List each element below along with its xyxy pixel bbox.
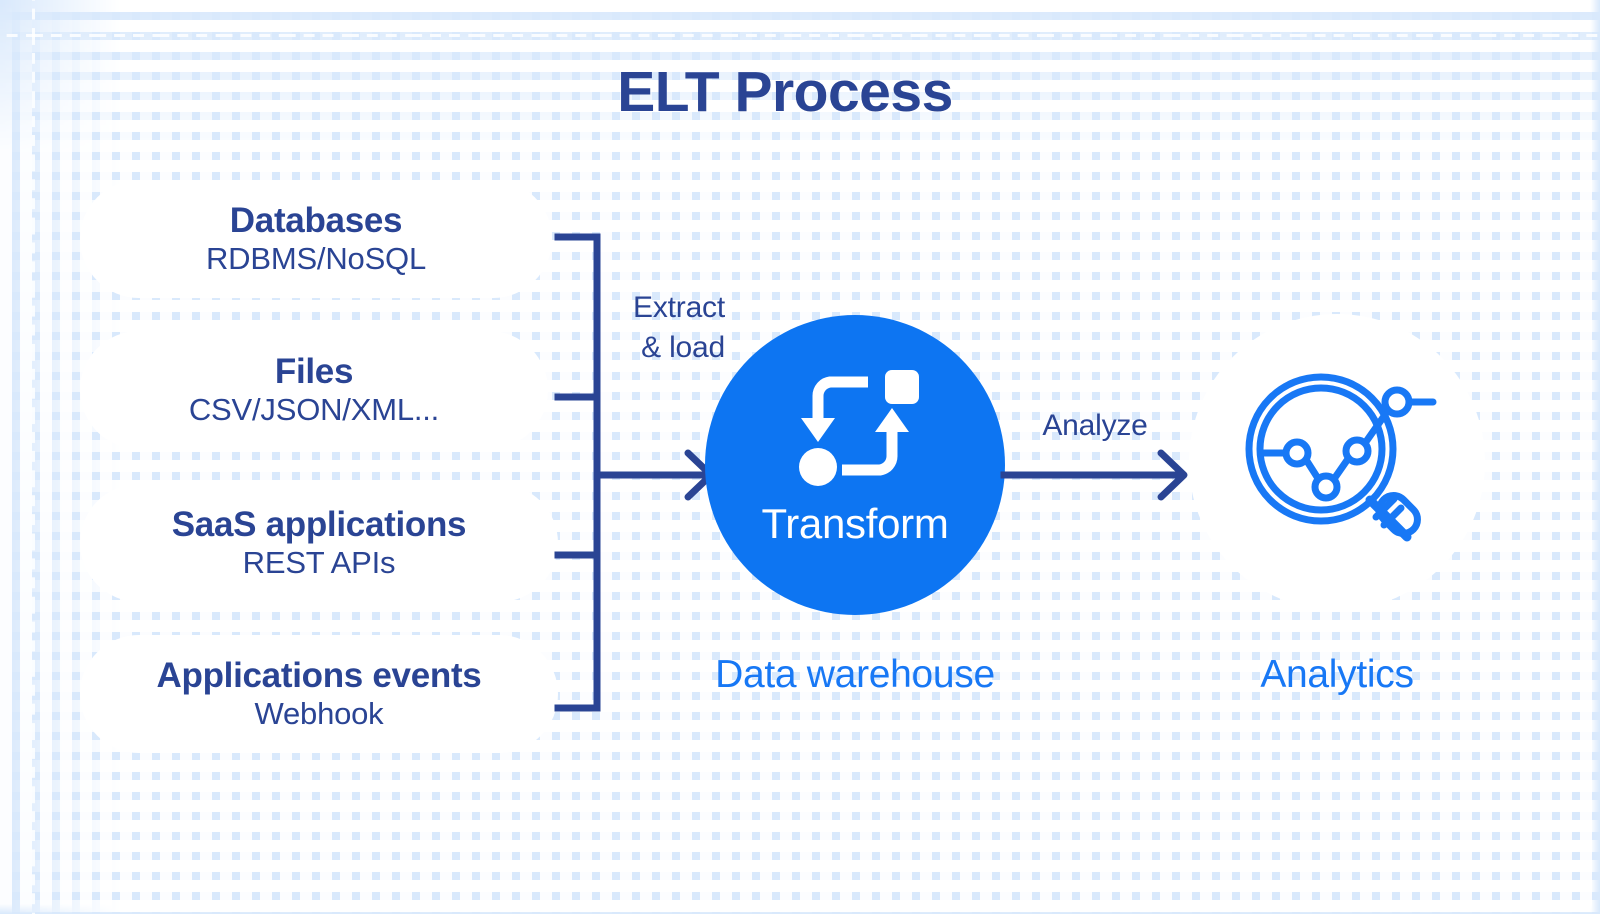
analyze-arrow: [1000, 449, 1188, 501]
source-card-title: Files: [274, 352, 354, 392]
source-card-title: SaaS applications: [171, 505, 467, 545]
extract-load-line-1: Extract: [633, 291, 725, 324]
source-card-title: Applications events: [156, 656, 482, 696]
extract-load-label: Extract & load: [560, 288, 725, 368]
source-card-databases[interactable]: Databases RDBMS/NoSQL: [80, 180, 552, 298]
source-card-subtitle: Webhook: [254, 696, 384, 732]
extract-load-line-2: & load: [641, 330, 725, 364]
source-card-files[interactable]: Files CSV/JSON/XML...: [80, 331, 548, 449]
source-card-subtitle: REST APIs: [242, 545, 396, 581]
transform-stage-circle[interactable]: Transform: [705, 315, 1005, 615]
source-card-saas-applications[interactable]: SaaS applications REST APIs: [80, 484, 558, 602]
source-card-title: Databases: [229, 201, 403, 241]
data-warehouse-caption: Data warehouse: [715, 653, 995, 696]
transform-label: Transform: [761, 500, 949, 547]
magnifier-line-chart-icon: [1245, 373, 1437, 542]
source-card-subtitle: RDBMS/NoSQL: [205, 241, 427, 277]
analytics-stage-circle[interactable]: [1189, 314, 1485, 610]
analytics-caption: Analytics: [1260, 653, 1414, 696]
source-card-subtitle: CSV/JSON/XML...: [188, 392, 440, 428]
transform-cycle-icon: [799, 370, 919, 486]
diagram-title: ELT Process: [617, 60, 953, 124]
analyze-label: Analyze: [1042, 409, 1148, 442]
source-card-applications-events[interactable]: Applications events Webhook: [80, 635, 558, 753]
